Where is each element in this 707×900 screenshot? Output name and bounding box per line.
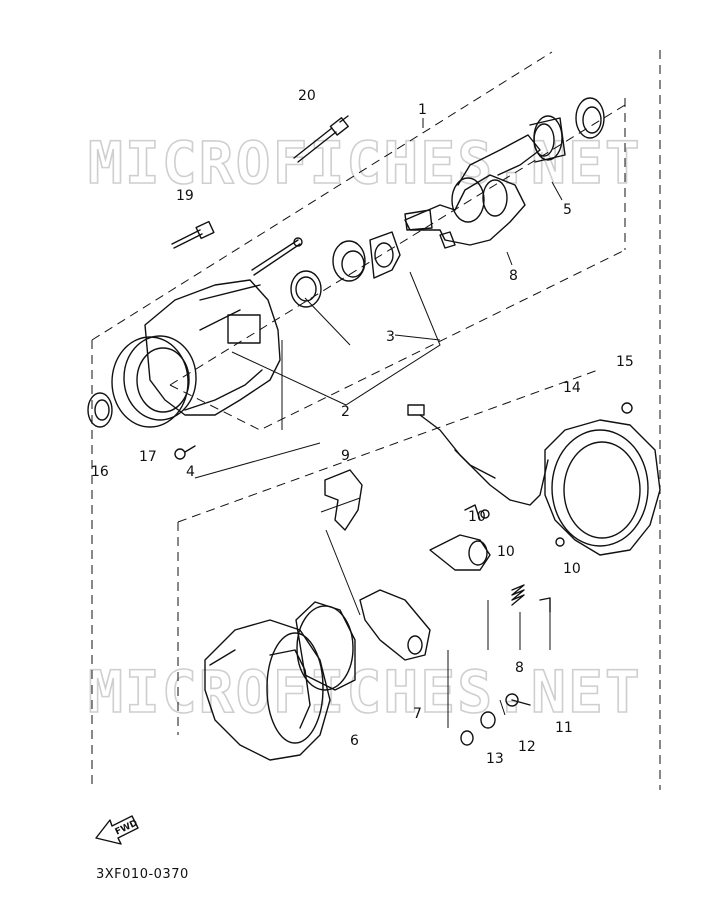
part-6-stator [295, 601, 356, 691]
part-20-bolt [293, 115, 349, 163]
part-9-brush-holder [324, 469, 363, 531]
part-15-screw [621, 402, 633, 414]
part-4-screw [174, 445, 196, 460]
callout-12: 12 [518, 739, 536, 755]
callout-8-lower: 8 [515, 660, 524, 676]
part-19-bolt [171, 220, 215, 249]
watermark-bottom: MICROFICHES.NET [88, 658, 642, 726]
callout-3: 3 [386, 329, 395, 345]
callout-13: 13 [486, 751, 504, 767]
fwd-arrow-icon: FWD [95, 815, 140, 845]
callout-14: 14 [563, 380, 581, 396]
callout-10-a: 10 [497, 544, 515, 560]
part-12-washer [480, 711, 496, 729]
wire-harness [407, 404, 549, 506]
callout-7: 7 [413, 706, 422, 722]
part-2-pins [251, 237, 322, 308]
callout-1: 1 [418, 102, 427, 118]
part-16-seal [87, 392, 113, 428]
part-5-bearing [529, 97, 605, 163]
callout-15: 15 [616, 354, 634, 370]
callout-20: 20 [298, 88, 316, 104]
callout-8-upper: 8 [509, 268, 518, 284]
callout-19: 19 [176, 188, 194, 204]
callout-16: 16 [91, 464, 109, 480]
part-7-rectifier [359, 589, 431, 661]
part-14-cover [544, 419, 661, 556]
part-11-bolt [505, 693, 531, 707]
part-8-spring [511, 584, 551, 613]
part-1-rotor [404, 134, 541, 249]
part-10-screws [429, 504, 565, 571]
callout-10-c: 10 [468, 509, 486, 525]
callout-11: 11 [555, 720, 573, 736]
fwd-label: FWD [114, 819, 140, 838]
callout-9: 9 [341, 448, 350, 464]
callout-5: 5 [563, 202, 572, 218]
callout-10-b: 10 [563, 561, 581, 577]
part-17-housing [111, 279, 281, 428]
callout-4: 4 [186, 464, 195, 480]
part-13-washer [460, 730, 474, 746]
part-3-bearing [332, 231, 401, 282]
callout-6: 6 [350, 733, 359, 749]
watermark-top: MICROFICHES.NET [88, 129, 642, 197]
callout-17: 17 [139, 449, 157, 465]
leader-lines [194, 118, 563, 728]
callout-2: 2 [341, 404, 350, 420]
diagram-code: 3XF010-0370 [96, 867, 189, 882]
lower-housing [204, 619, 331, 761]
assembly-boundary [91, 50, 661, 790]
